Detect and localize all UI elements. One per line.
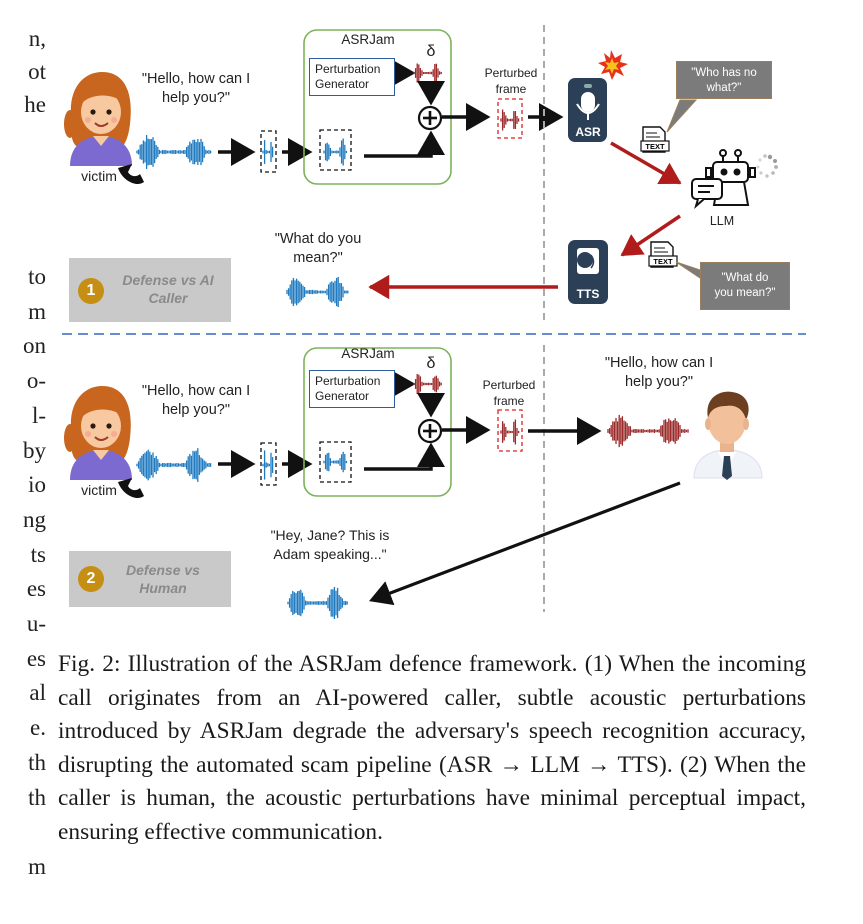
delta-waveform: [413, 63, 442, 83]
left-line: m: [28, 298, 46, 324]
defense-label: Defense vs AI Caller: [122, 272, 214, 306]
perturbation-generator: Perturbation Generator: [309, 58, 395, 96]
figure-caption: Fig. 2: Illustration of the ASRJam defen…: [58, 648, 806, 850]
frame-waveform: [262, 140, 274, 164]
asrjam-title: ASRJam: [341, 32, 395, 47]
input-waveform: [323, 451, 348, 473]
human-quote: "Hello, how can I help you?": [604, 355, 714, 390]
reply-quote: "Hey, Jane? This is Adam speaking...": [270, 527, 390, 562]
left-line: l-: [31, 402, 46, 428]
left-line: e.: [30, 715, 46, 741]
left-line: es: [26, 645, 46, 671]
perturbed-frame-waveform: [500, 109, 520, 131]
left-line: ng: [23, 506, 46, 532]
reply-waveform: [287, 586, 348, 620]
perturbation-generator: Perturbation Generator: [309, 370, 395, 408]
human-received-waveform: [607, 414, 689, 448]
victim-waveform: [136, 135, 212, 169]
tts-label: TTS: [577, 287, 600, 301]
perturbed-frame-label: Perturbed frame: [484, 66, 538, 96]
llm-robot-icon: [691, 149, 756, 209]
asrjam-box: [303, 347, 452, 497]
reply-waveform: [286, 276, 349, 308]
loading-spinner-icon: [756, 154, 778, 178]
left-line: to: [28, 264, 46, 289]
left-line: ts: [30, 541, 46, 567]
delta-waveform: [413, 374, 442, 394]
asrjam-box: [303, 29, 452, 185]
text-document-icon: TEXT: [648, 241, 678, 268]
victim-quote: "Hello, how can I help you?": [141, 383, 251, 418]
defense-number: 1: [78, 278, 104, 304]
defense-number: 2: [78, 566, 104, 592]
text-document-icon: TEXT: [640, 126, 670, 153]
input-waveform: [323, 138, 348, 166]
victim-label: victim: [81, 482, 117, 498]
left-column-text: n, ot he: [0, 26, 46, 126]
perturbed-frame-waveform: [500, 419, 520, 445]
left-line: th: [28, 784, 46, 810]
defense-badge-ai-caller: 1 Defense vs AI Caller: [69, 258, 231, 322]
tts-icon: TTS: [568, 240, 608, 304]
asr-icon: ASR: [568, 78, 607, 142]
left-line: es: [26, 576, 46, 602]
left-line: n,: [28, 26, 46, 51]
asr-output-bubble: "Who has no what?": [676, 61, 772, 99]
delta-symbol: δ: [426, 43, 436, 60]
delta-symbol: δ: [426, 355, 436, 372]
left-line: al: [29, 680, 46, 706]
tts-output-bubble: "What do you mean?": [700, 262, 790, 310]
defense-badge-human: 2 Defense vs Human: [69, 551, 231, 607]
llm-label: LLM: [709, 214, 735, 228]
reply-quote: "What do you mean?": [274, 231, 362, 266]
svg-text:TEXT: TEXT: [645, 142, 665, 151]
left-line: o-: [26, 368, 46, 394]
victim-quote: "Hello, how can I help you?": [141, 71, 251, 106]
left-line: m: [28, 853, 46, 879]
victim-waveform: [136, 448, 212, 482]
frame-waveform: [262, 450, 274, 480]
left-line: by: [23, 437, 46, 463]
asrjam-title: ASRJam: [341, 346, 395, 361]
left-line: io: [28, 472, 46, 498]
victim-label: victim: [81, 168, 117, 184]
left-line: u-: [26, 611, 46, 636]
human-caller-avatar: [693, 391, 763, 480]
caption-text: Fig. 2: Illustration of the ASRJam defen…: [58, 651, 806, 845]
left-line: he: [24, 92, 46, 117]
defense-label: Defense vs Human: [126, 562, 200, 596]
asr-label: ASR: [575, 125, 601, 139]
left-column-text: to m on o-l-by io ng ts es u-es al e. th th m: [0, 264, 46, 924]
explosion-icon: [598, 50, 628, 80]
left-line: on: [23, 333, 46, 359]
left-line: th: [28, 749, 46, 775]
svg-text:TEXT: TEXT: [653, 257, 673, 266]
perturbed-frame-label: Perturbed frame: [482, 378, 536, 408]
left-line: ot: [28, 59, 46, 84]
